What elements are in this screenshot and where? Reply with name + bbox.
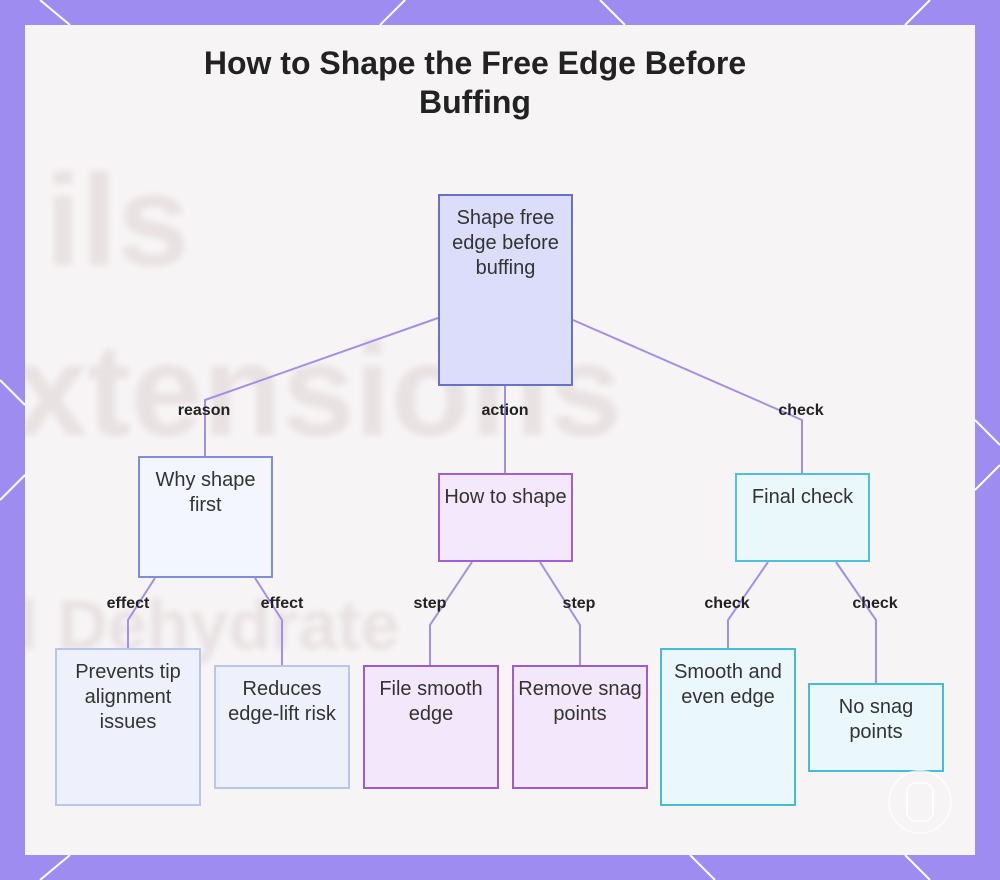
background-text-1: ils <box>45 147 190 293</box>
node-how-text: How to shape <box>444 486 567 508</box>
watermark-logo-icon <box>888 770 952 834</box>
edge-label-reason: reason <box>177 402 231 419</box>
node-file-text: File smooth edge <box>379 678 483 725</box>
node-file: File smooth edge <box>363 665 499 789</box>
link-how-remove <box>539 561 581 665</box>
node-reduces: Reduces edge-lift risk <box>214 665 350 789</box>
node-prevents-text: Prevents tip alignment issues <box>75 661 181 733</box>
link-root-why <box>204 317 439 456</box>
node-final-text: Final check <box>751 486 854 508</box>
node-final: Final check <box>735 473 870 562</box>
node-reduces-text: Reduces edge-lift risk <box>228 678 336 725</box>
link-how-file <box>429 561 473 665</box>
link-final-nosnag <box>835 561 877 683</box>
node-remove-text: Remove snag points <box>518 678 642 725</box>
edge-label-effect-2: effect <box>260 595 304 612</box>
node-nosnag-text: No snag points <box>838 696 914 743</box>
edge-label-effect-1: effect <box>106 595 150 612</box>
node-smooth-text: Smooth and even edge <box>674 661 782 708</box>
node-root-text: Shape free edge before buffing <box>452 207 559 279</box>
node-nosnag: No snag points <box>808 683 944 772</box>
node-prevents: Prevents tip alignment issues <box>55 648 201 806</box>
node-root: Shape free edge before buffing <box>438 194 573 386</box>
edge-label-action: action <box>481 402 529 419</box>
link-why-reduces <box>254 577 283 665</box>
link-why-prevents <box>127 577 156 648</box>
edge-label-check-2: check <box>852 595 898 612</box>
node-remove: Remove snag points <box>512 665 648 789</box>
edge-label-step-1: step <box>413 595 447 612</box>
link-final-smooth <box>727 561 769 648</box>
diagram-title: How to Shape the Free Edge Before Buffin… <box>203 45 747 120</box>
edge-label-check-1: check <box>704 595 750 612</box>
node-why: Why shape first <box>138 456 273 578</box>
edge-label-check: check <box>778 402 824 419</box>
node-why-text: Why shape first <box>155 469 256 516</box>
link-root-final <box>572 319 803 473</box>
edge-label-step-2: step <box>562 595 596 612</box>
node-smooth: Smooth and even edge <box>660 648 796 806</box>
node-how: How to shape <box>438 473 573 562</box>
